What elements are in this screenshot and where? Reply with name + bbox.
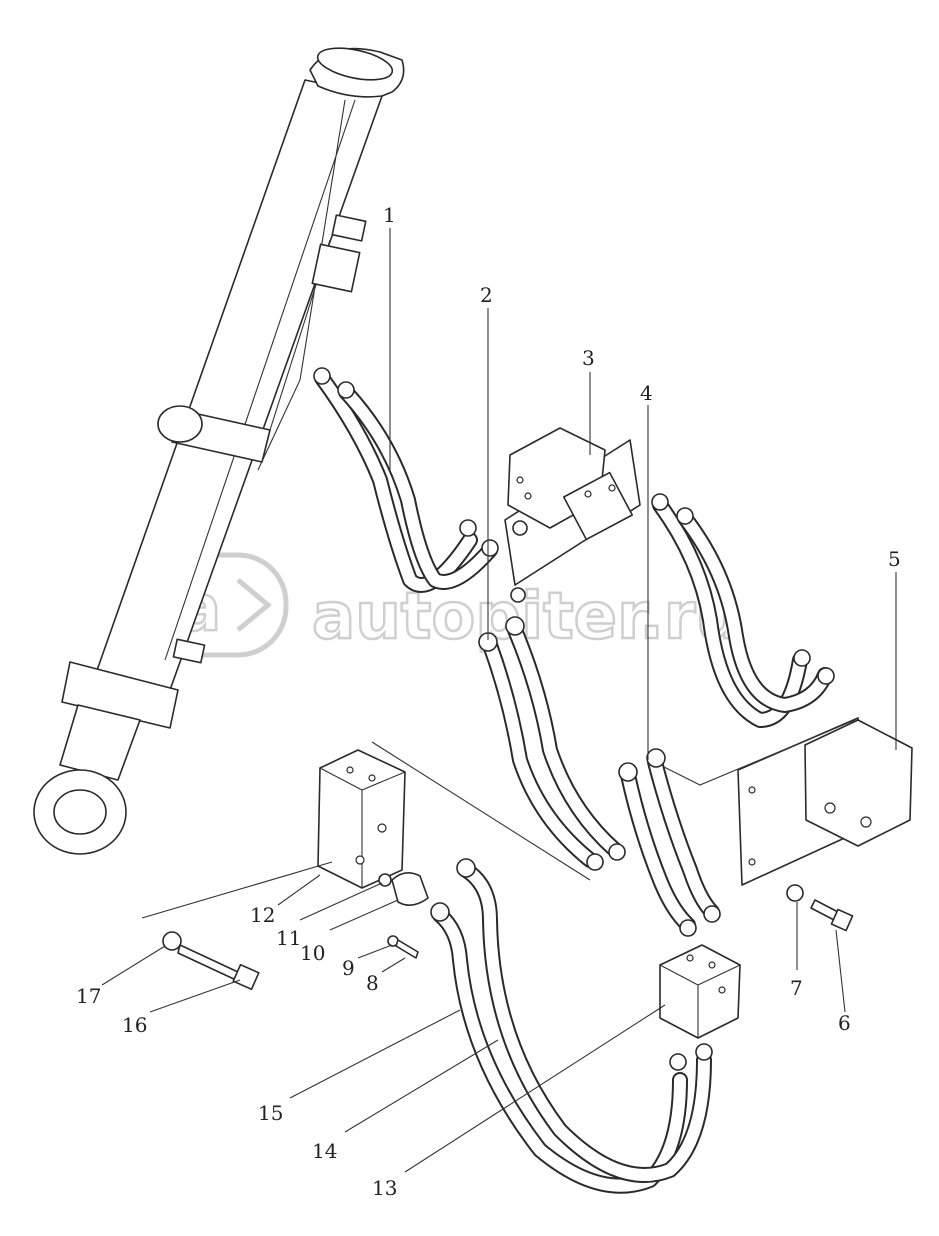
hose-fitting bbox=[695, 1043, 713, 1061]
callout-2: 2 bbox=[480, 283, 493, 307]
hose-pair-right bbox=[651, 493, 835, 728]
hose-pair-middle bbox=[478, 616, 626, 871]
callout-11: 11 bbox=[276, 926, 301, 950]
callout-4: 4 bbox=[640, 381, 653, 405]
callout-13: 13 bbox=[372, 1176, 397, 1200]
hose-fitting bbox=[646, 748, 666, 768]
screw-small bbox=[395, 939, 419, 959]
bolt-head bbox=[232, 963, 260, 991]
callout-8: 8 bbox=[366, 971, 379, 995]
valve-block-lower bbox=[659, 944, 741, 1039]
callout-1: 1 bbox=[383, 203, 396, 227]
watermark-logo-arrow bbox=[236, 578, 272, 632]
bolt-right-head bbox=[830, 908, 854, 932]
cylinder-fitting-block bbox=[311, 243, 361, 293]
callout-14: 14 bbox=[312, 1139, 337, 1163]
hose-fitting bbox=[586, 853, 604, 871]
hose-fitting bbox=[618, 762, 638, 782]
bolt-large bbox=[177, 944, 239, 981]
manifold-plate-upper bbox=[504, 427, 641, 603]
hose-fitting bbox=[430, 902, 450, 922]
assembly-line-left bbox=[141, 741, 591, 919]
cylinder-lower-collar bbox=[61, 661, 179, 729]
cylinder-clamp-upper bbox=[331, 214, 367, 242]
callout-15: 15 bbox=[258, 1101, 283, 1125]
callout-3: 3 bbox=[582, 346, 595, 370]
callout-5: 5 bbox=[888, 547, 901, 571]
callout-7: 7 bbox=[790, 976, 803, 1000]
valve-block-left bbox=[141, 741, 591, 919]
hydraulic-cylinder bbox=[33, 47, 405, 855]
valve-block-right-body bbox=[804, 719, 913, 847]
o-ring bbox=[378, 873, 392, 887]
callout-17: 17 bbox=[76, 984, 101, 1008]
callout-12: 12 bbox=[250, 903, 275, 927]
clamp bbox=[391, 872, 429, 906]
cylinder-highlight bbox=[164, 99, 356, 661]
hose-fitting bbox=[313, 367, 331, 385]
callout-6: 6 bbox=[838, 1011, 851, 1035]
hose-fitting bbox=[459, 519, 477, 537]
cylinder-rod bbox=[59, 704, 141, 781]
callout-numbers: 1 2 3 4 5 6 7 8 9 10 11 12 13 14 15 16 1… bbox=[76, 203, 901, 1200]
callout-9: 9 bbox=[342, 956, 355, 980]
valve-block-right bbox=[659, 717, 913, 886]
valve-block-lower-body bbox=[659, 944, 741, 1039]
callout-16: 16 bbox=[122, 1013, 147, 1037]
hose-fitting bbox=[505, 616, 525, 636]
hardware bbox=[162, 872, 854, 991]
hose-fitting bbox=[703, 905, 721, 923]
hose-fitting bbox=[510, 587, 526, 603]
washer-right bbox=[786, 884, 804, 902]
cylinder-eye-hole bbox=[53, 789, 107, 835]
leader-lines bbox=[101, 228, 897, 1173]
hose-fitting bbox=[337, 381, 355, 399]
hose-pair-short bbox=[618, 748, 721, 937]
hose-pair-bottom bbox=[430, 858, 713, 1194]
hose-fitting bbox=[608, 843, 626, 861]
plate-extension-line bbox=[659, 719, 856, 786]
callout-10: 10 bbox=[300, 941, 325, 965]
washer-large bbox=[162, 931, 182, 951]
hose-fitting bbox=[676, 507, 694, 525]
hose-pair-upper bbox=[313, 367, 499, 593]
hose-fitting bbox=[793, 649, 811, 667]
hose-fitting bbox=[512, 520, 528, 536]
hose-fitting bbox=[651, 493, 669, 511]
cylinder-pin-boss bbox=[157, 405, 203, 443]
hose-fitting bbox=[481, 539, 499, 557]
cylinder-clamp-lower bbox=[172, 638, 206, 664]
hose-fitting bbox=[817, 667, 835, 685]
hose-fitting bbox=[679, 919, 697, 937]
cylinder-cap-top bbox=[316, 47, 394, 81]
hose-fitting bbox=[456, 858, 476, 878]
hose-fitting bbox=[669, 1053, 687, 1071]
